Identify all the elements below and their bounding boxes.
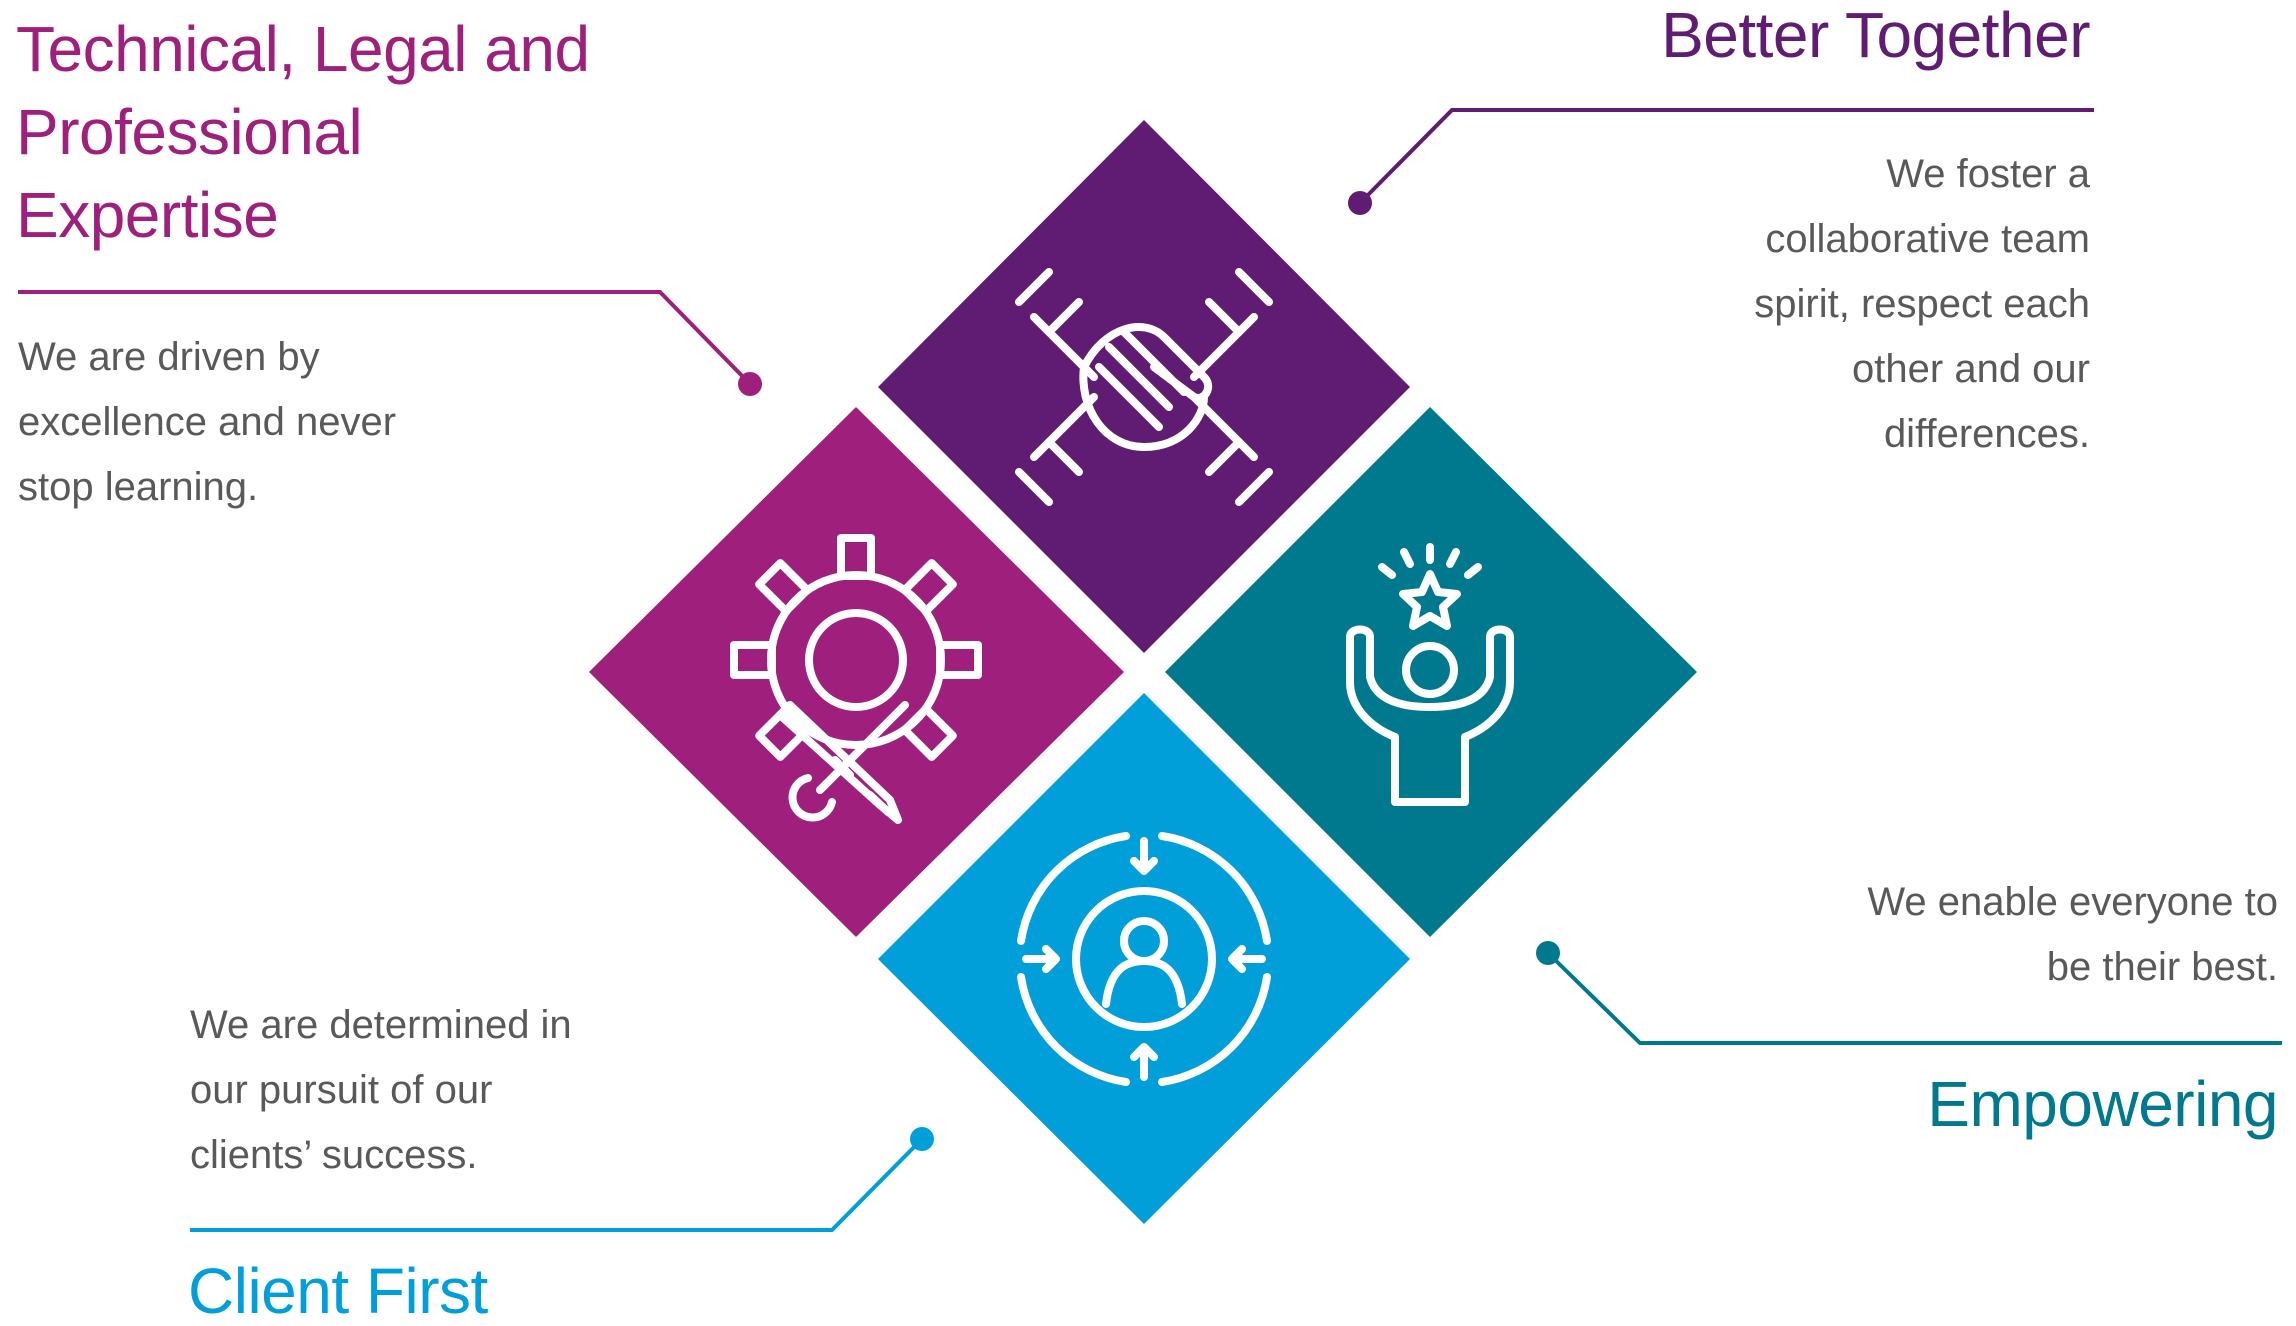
client-description: We are determined in our pursuit of our … — [190, 993, 572, 1188]
together-description-line-3: spirit, respect each — [1754, 282, 2090, 326]
technical-title: Technical, Legal and Professional Expert… — [16, 8, 590, 257]
leader-line-together — [1358, 108, 2094, 205]
empowering-title: Empowering — [1927, 1063, 2278, 1146]
empowering-description-line-1: We enable everyone to — [1867, 880, 2278, 924]
together-title: Better Together — [1661, 0, 2090, 77]
client-description-line-1: We are determined in — [190, 1003, 572, 1047]
gear-wrench-pencil-icon — [730, 534, 982, 824]
client-description-line-2: our pursuit of our — [190, 1068, 493, 1112]
together-description-line-1: We foster a — [1886, 152, 2090, 196]
joined-hands-icon — [1015, 268, 1273, 506]
technical-description: We are driven by excellence and never st… — [18, 325, 396, 520]
together-description: We foster a collaborative team spirit, r… — [1754, 142, 2090, 467]
client-focus-icon — [1017, 832, 1271, 1086]
empowering-description-line-2: be their best. — [2046, 945, 2278, 989]
leader-dot-together — [1348, 191, 1372, 215]
technical-description-line-1: We are driven by — [18, 335, 320, 379]
diamond-technical — [589, 407, 1124, 937]
empowering-title-line-1: Empowering — [1927, 1068, 2278, 1140]
leader-dot-empowering — [1536, 941, 1560, 965]
leader-dot-technical — [738, 372, 762, 396]
together-description-line-4: other and our — [1852, 347, 2090, 391]
leader-dot-client — [910, 1127, 934, 1151]
technical-description-line-3: stop learning. — [18, 465, 259, 509]
technical-title-line-1: Technical, Legal and — [16, 13, 590, 85]
together-description-line-2: collaborative team — [1765, 217, 2090, 261]
leader-line-empowering — [1546, 951, 2282, 1045]
client-title-line-1: Client First — [188, 1255, 488, 1326]
person-star-icon — [1346, 543, 1514, 806]
technical-title-line-3: Expertise — [16, 179, 279, 251]
client-description-line-3: clients’ success. — [190, 1133, 478, 1177]
diamond-empowering — [1165, 407, 1697, 937]
empowering-description: We enable everyone to be their best. — [1867, 870, 2278, 1000]
leader-line-client — [190, 1137, 924, 1232]
technical-title-line-2: Professional — [16, 96, 363, 168]
together-description-line-5: differences. — [1883, 412, 2090, 456]
technical-description-line-2: excellence and never — [18, 400, 397, 444]
leader-line-technical — [18, 290, 752, 386]
together-title-line-1: Better Together — [1661, 0, 2090, 71]
client-title: Client First — [188, 1250, 488, 1326]
